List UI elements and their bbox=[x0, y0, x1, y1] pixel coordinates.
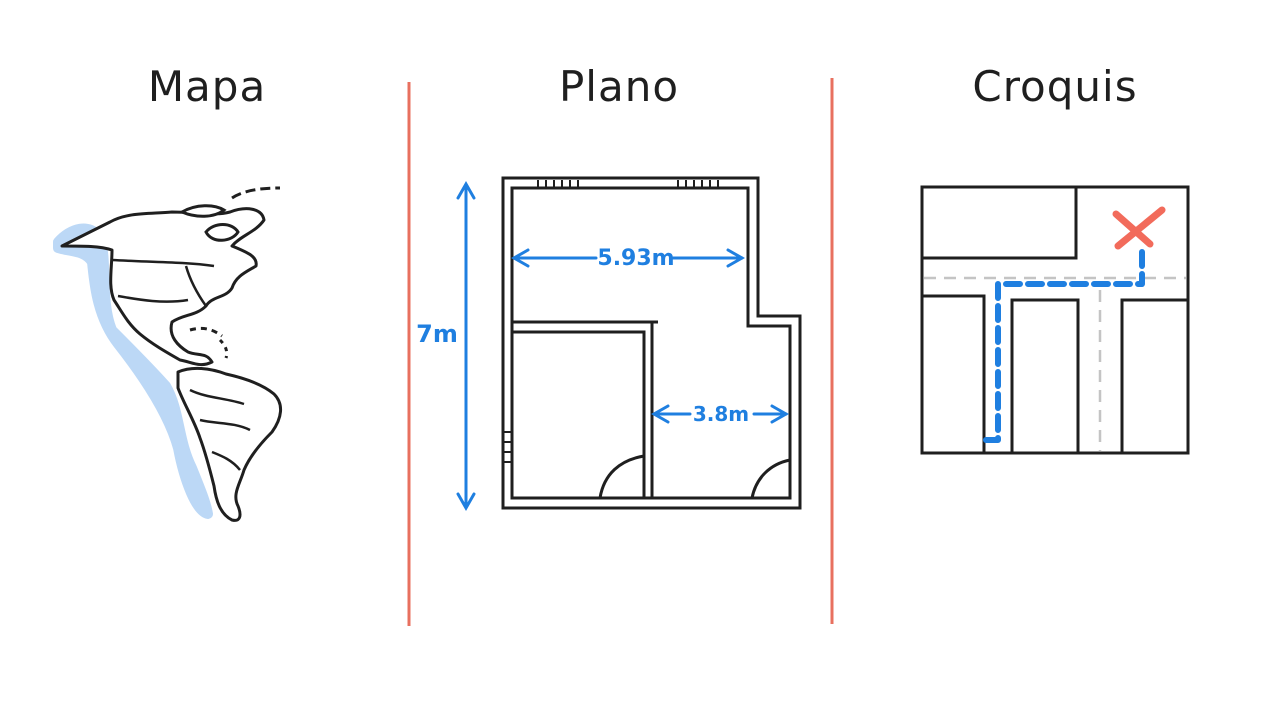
sketch-title: Croquis bbox=[972, 62, 1138, 111]
map-title: Mapa bbox=[147, 62, 267, 111]
interior-room-wall bbox=[512, 320, 658, 498]
sketch-frame bbox=[920, 185, 1190, 455]
width-label: 5.93m bbox=[597, 246, 674, 271]
door-arc-right bbox=[750, 458, 791, 499]
route-path bbox=[983, 241, 1145, 443]
room-width-label: 3.8m bbox=[693, 402, 749, 426]
south-america-outline bbox=[176, 366, 282, 522]
height-label: 7m bbox=[416, 320, 458, 348]
sketch-map bbox=[920, 185, 1190, 455]
coast-highlight bbox=[53, 223, 213, 519]
top-windows bbox=[537, 180, 719, 188]
plan-title: Plano bbox=[558, 62, 680, 111]
floor-plan bbox=[501, 176, 802, 510]
americas-map bbox=[53, 186, 282, 522]
door-arc-left bbox=[598, 454, 645, 499]
plan-dimensions bbox=[456, 180, 790, 512]
x-mark-icon bbox=[1112, 206, 1166, 250]
outer-wall bbox=[501, 176, 802, 510]
inner-wall bbox=[510, 186, 792, 500]
